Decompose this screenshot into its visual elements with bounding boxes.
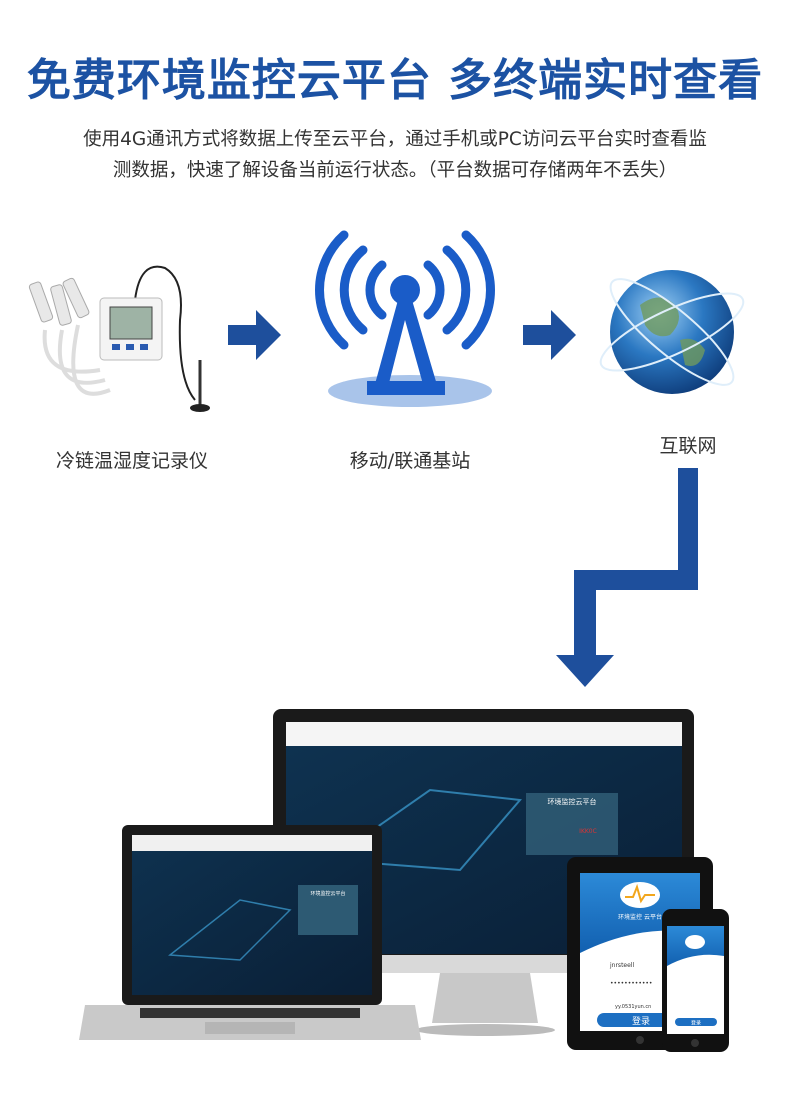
- login-button[interactable]: 登录: [632, 1016, 650, 1027]
- arrow-right-icon: [523, 310, 576, 360]
- arrow-right-icon: [228, 310, 281, 360]
- globe-icon: [599, 270, 745, 394]
- captcha-text: IKK0C: [579, 828, 597, 835]
- description-line-1: 使用4G通讯方式将数据上传至云平台，通过手机或PC访问云平台实时查看监: [83, 129, 707, 150]
- tablet: [567, 857, 713, 1050]
- server-field[interactable]: yy.0531yun.cn: [615, 1004, 651, 1010]
- device-label: 冷链温湿度记录仪: [55, 450, 208, 472]
- station-label: 移动/联通基站: [349, 450, 471, 472]
- phone: [662, 909, 729, 1052]
- platform-title: 环境监控云平台: [548, 797, 597, 806]
- username-field[interactable]: jnrsteell: [609, 962, 634, 969]
- base-station-icon: [315, 230, 495, 407]
- desktop-monitor: [273, 709, 694, 1036]
- arrow-down-icon: [556, 468, 698, 687]
- page-title: 免费环境监控云平台 多终端实时查看: [26, 55, 764, 106]
- internet-label: 互联网: [659, 435, 717, 457]
- logger-device-icon: [28, 265, 210, 412]
- app-title: 环境监控 云平台: [618, 913, 662, 921]
- phone-login-button[interactable]: 登录: [691, 1020, 701, 1027]
- description-line-2: 测数据，快速了解设备当前运行状态。（平台数据可存储两年不丢失）: [112, 160, 678, 181]
- password-field[interactable]: ••••••••••••: [610, 980, 652, 987]
- laptop: [79, 825, 421, 1040]
- laptop-platform-title: 环境监控云平台: [310, 890, 345, 897]
